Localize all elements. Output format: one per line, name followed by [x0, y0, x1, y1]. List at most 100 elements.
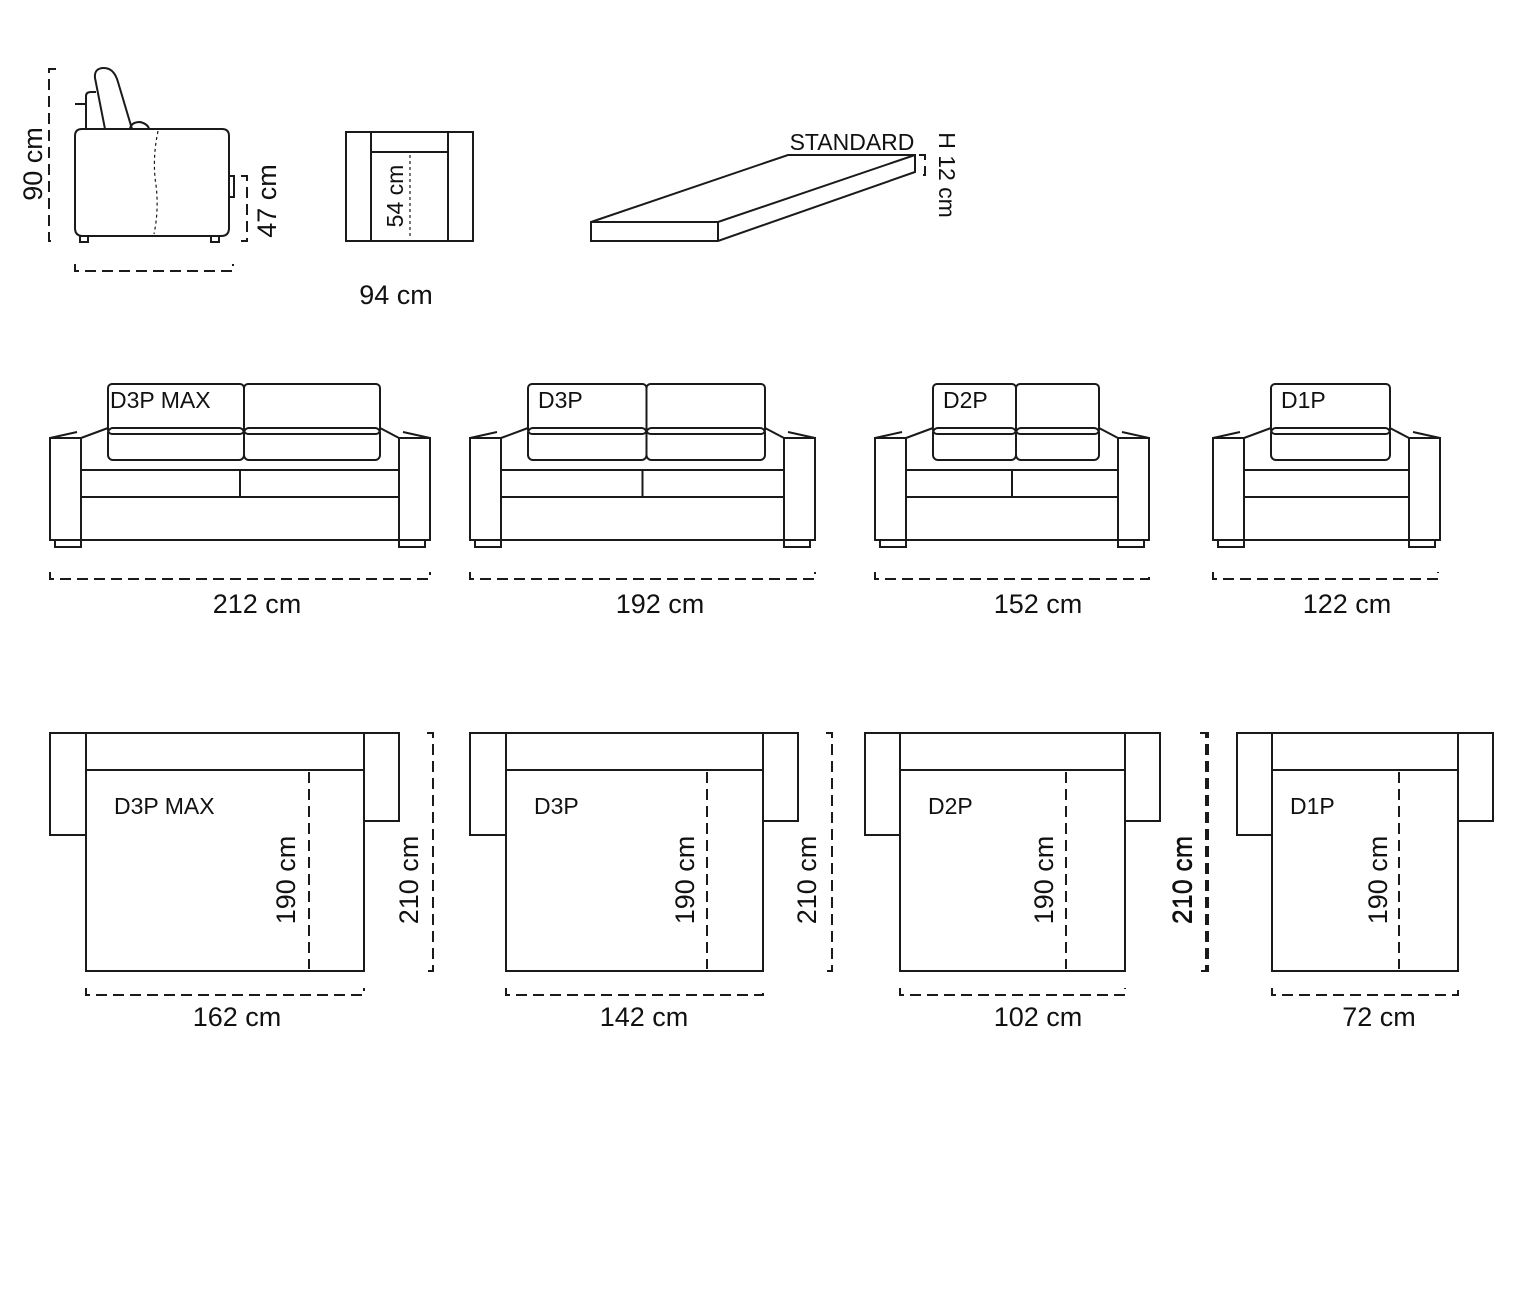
sofa-width-label: 122 cm [1303, 589, 1392, 619]
bed-right-arm [762, 732, 799, 822]
side-view-foot [79, 235, 89, 243]
mattress-length-label: 190 cm [271, 836, 301, 925]
front-small-seat [370, 151, 449, 242]
side-seat-dim-line [241, 175, 248, 242]
sofa-seat-cushion [1270, 427, 1391, 461]
open-length-label: 210 cm [1168, 836, 1198, 925]
sofa-width-dim-line [1212, 572, 1439, 580]
sofa-back-cushion [645, 383, 766, 435]
bed-width-label: 72 cm [1342, 1002, 1416, 1032]
bed-right-arm [363, 732, 400, 822]
bed-backrest [85, 732, 365, 771]
mattress-length-label: 190 cm [670, 836, 700, 925]
bed-outline [1236, 732, 1494, 972]
sofa-model-label: D2P [943, 387, 988, 413]
sofa-front-view: D3P MAX 212 cm [49, 383, 431, 619]
bed-backrest [899, 732, 1126, 771]
sofa-right-arm [1389, 427, 1441, 541]
bed-mattress [1271, 769, 1459, 972]
bed-top-view: D2P 190 cm 210 cm 102 cm [864, 732, 1207, 1032]
front-small-top-line [370, 132, 449, 152]
mattress-length-label: 190 cm [1029, 836, 1059, 925]
side-view-foot [210, 235, 220, 243]
sofa-model-label: D3P [538, 387, 583, 413]
bed-right-arm [1124, 732, 1161, 822]
side-view: 90 cm 47 cm [18, 66, 282, 272]
side-view-handle [228, 175, 235, 198]
side-height-label: 90 cm [18, 127, 48, 201]
sofa-back-cushion [1270, 383, 1391, 435]
bed-left-arm [49, 732, 87, 836]
sofa-seat-cushion [645, 427, 766, 461]
bed-top-view: D3P 190 cm 210 cm 142 cm [469, 732, 833, 1032]
open-length-dim-line [1202, 732, 1209, 972]
bed-width-label: 142 cm [600, 1002, 689, 1032]
mattress-view: STANDARD H 12 cm [590, 129, 960, 242]
sofa-right-arm [379, 427, 431, 541]
side-view-backrest [93, 66, 133, 130]
sofa-seat-cushion [107, 427, 245, 461]
side-seat-label: 47 cm [252, 164, 282, 238]
sofa-base [1244, 469, 1409, 541]
bed-outline [49, 732, 400, 972]
open-length-dim-line [1200, 732, 1207, 972]
sofa-foot [1117, 539, 1145, 548]
bed-width-label: 162 cm [193, 1002, 282, 1032]
sofa-model-label: D1P [1281, 387, 1326, 413]
bed-backrest [1271, 732, 1459, 771]
sofa-foot [879, 539, 907, 548]
mattress-type-label: STANDARD [790, 129, 915, 155]
bed-model-label: D2P [928, 793, 973, 819]
open-length-label: 210 cm [1167, 836, 1197, 925]
bed-left-arm [469, 732, 507, 836]
side-view-body [74, 128, 230, 237]
sofa-foot [474, 539, 502, 548]
bed-width-dim-line [85, 988, 365, 996]
sofa-foot [54, 539, 82, 548]
mattress-thickness-dim [919, 154, 926, 176]
sofa-seat-cushion [527, 427, 648, 461]
sofa-width-label: 192 cm [616, 589, 705, 619]
front-small-view: 54 cm 94 cm [345, 131, 474, 310]
open-length-dim-line [427, 732, 434, 972]
bed-top-view: D1P 190 cm 210 cm 72 cm [1167, 732, 1494, 1032]
bed-width-dim-line [505, 988, 764, 996]
sofa-width-dim-line [874, 572, 1150, 580]
mattress-thickness-label: H 12 cm [934, 132, 960, 218]
bed-left-arm [864, 732, 901, 836]
sofa-outline [49, 383, 431, 548]
sofa-left-arm [1212, 427, 1272, 541]
bed-width-dim-line [1271, 988, 1459, 996]
mattress-outline [590, 154, 916, 242]
sofa-outline [469, 383, 816, 548]
side-depth-dim-line [74, 264, 234, 272]
sofa-seat-cushion [243, 427, 381, 461]
bed-mattress [505, 769, 764, 972]
front-small-depth-label: 54 cm [382, 165, 408, 228]
sofa-front-view: D3P 192 cm [469, 383, 816, 619]
sofa-outline [874, 383, 1150, 548]
bed-top-row: D3P MAX 190 cm 210 cm 162 cm D3P 190 cm … [49, 732, 1494, 1032]
sofa-foot [398, 539, 426, 548]
bed-width-label: 102 cm [994, 1002, 1083, 1032]
open-length-label: 210 cm [394, 836, 424, 925]
sofa-outline [1212, 383, 1441, 548]
sofa-width-dim-line [49, 572, 431, 580]
sofa-back-cushion [243, 383, 381, 435]
bed-left-arm [1236, 732, 1273, 836]
bed-outline [469, 732, 799, 972]
sofa-front-view: D2P 152 cm [874, 383, 1150, 619]
sofa-foot [1408, 539, 1436, 548]
bed-outline [864, 732, 1161, 972]
bed-width-dim-line [899, 988, 1126, 996]
bed-mattress [85, 769, 365, 972]
sofa-width-label: 152 cm [994, 589, 1083, 619]
side-view-cushion [85, 91, 96, 129]
side-view-seam [153, 130, 159, 235]
sofa-right-arm [1098, 427, 1150, 541]
sofa-model-label: D3P MAX [110, 387, 211, 413]
bed-mattress [899, 769, 1126, 972]
sofa-left-arm [469, 427, 529, 541]
sofa-width-dim-line [469, 572, 816, 580]
